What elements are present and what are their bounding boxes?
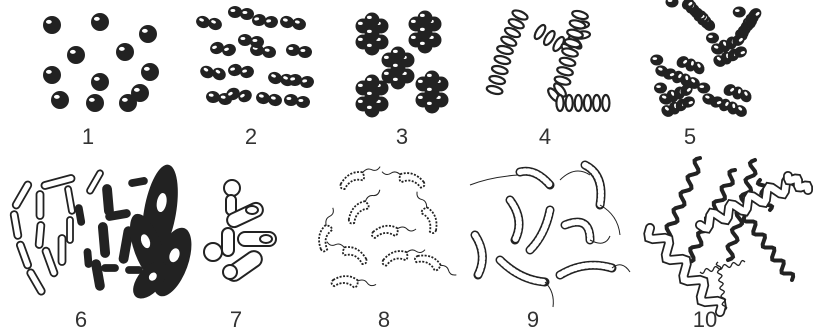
cocci-icon: [43, 13, 159, 112]
panel-label-2: 2: [221, 124, 281, 150]
diplococci-icon: [194, 6, 315, 108]
panel-label-1: 1: [58, 124, 118, 150]
spirochetes-icon: [648, 158, 808, 312]
panel-label-3: 3: [372, 124, 432, 150]
panel-label-4: 4: [515, 124, 575, 150]
spore-forming-rods-icon: [204, 180, 276, 284]
panel-label-5: 5: [660, 124, 720, 150]
panel-label-8: 8: [354, 307, 414, 333]
spirilla-icon: [470, 165, 630, 307]
panel-label-7: 7: [206, 307, 266, 333]
streptococci-icon: [486, 9, 609, 111]
panel-label-10: 10: [675, 307, 735, 333]
vibrios-icon: [315, 164, 458, 294]
tetrads-icon: [356, 11, 449, 118]
bacilli-icon: [10, 162, 199, 305]
panel-label-9: 9: [503, 307, 563, 333]
staphylococci-icon: [650, 0, 764, 119]
panel-label-6: 6: [51, 307, 111, 333]
